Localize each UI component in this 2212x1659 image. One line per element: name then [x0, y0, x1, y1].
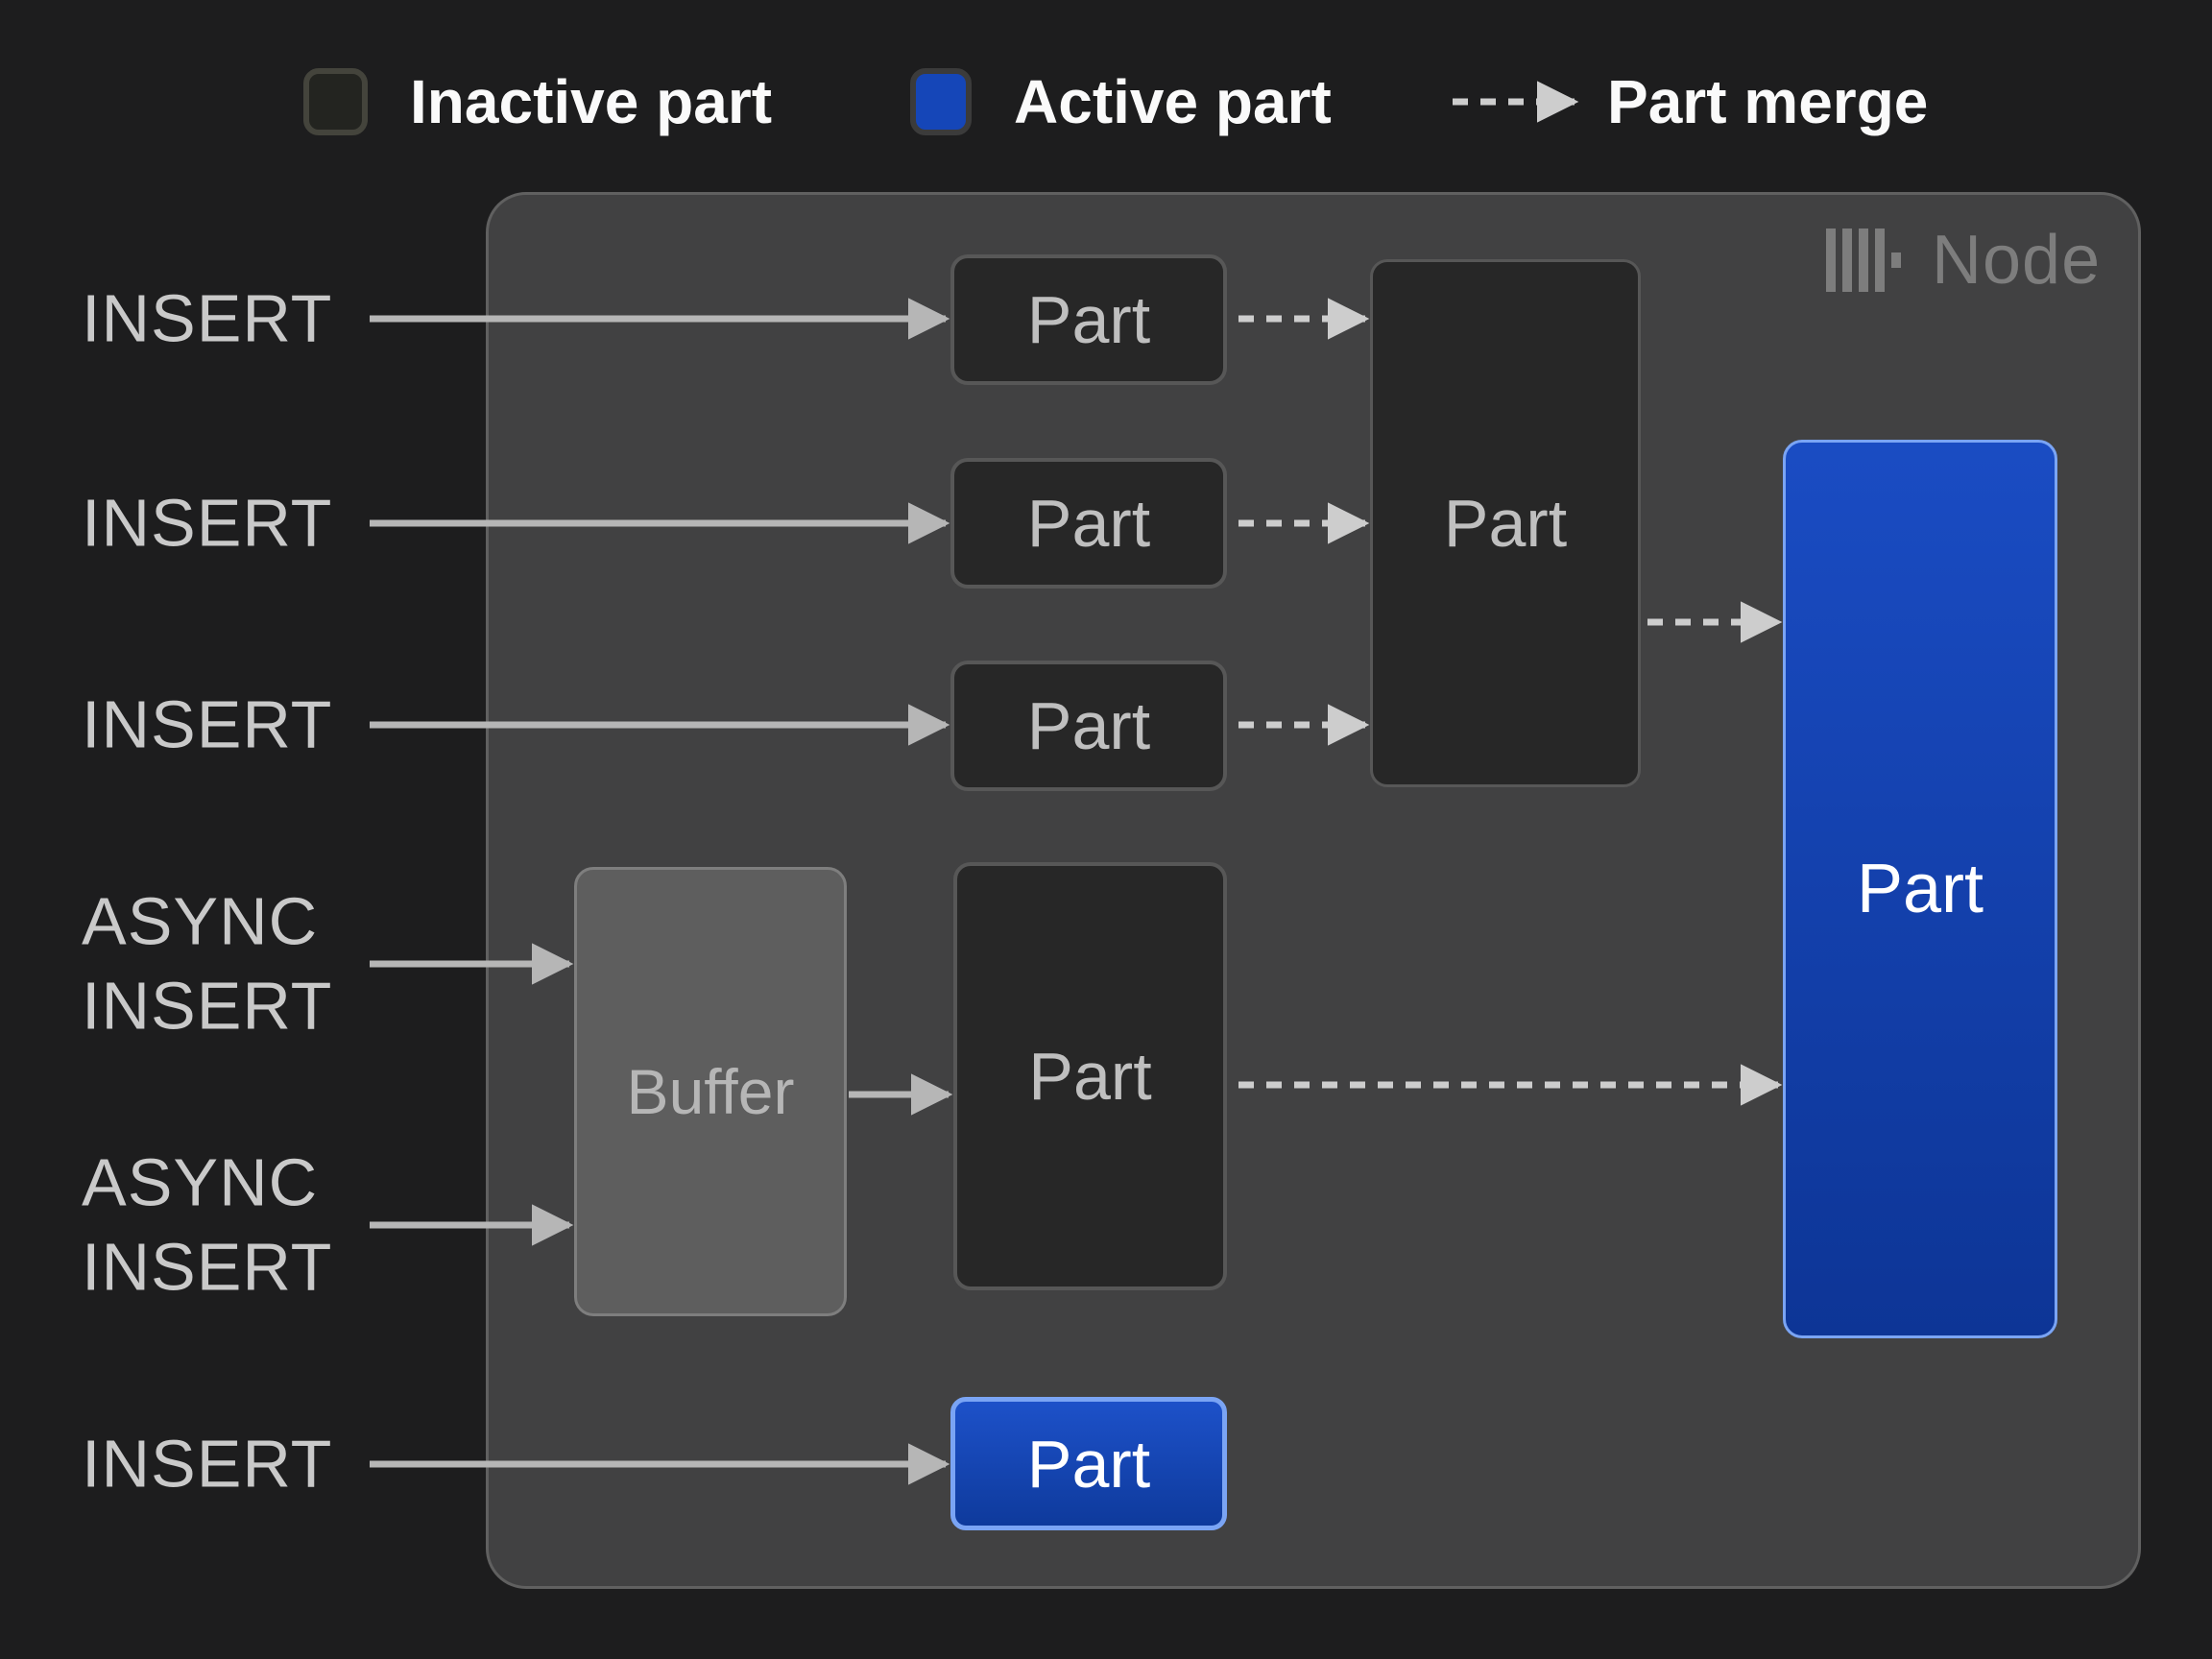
clickhouse-logo-icon [1826, 228, 1901, 292]
merged-part-box: Part [1370, 259, 1641, 787]
buffer-box: Buffer [574, 867, 847, 1316]
part-box-1: Part [950, 254, 1227, 385]
final-part-box: Part [1783, 440, 2057, 1338]
part-box-2: Part [950, 458, 1227, 589]
insert-label-4: INSERT [82, 1426, 333, 1502]
insert-label-2: INSERT [82, 485, 333, 561]
part-box-3: Part [950, 661, 1227, 791]
node-header: Node [1826, 221, 2101, 300]
async-insert-label-1: ASYNC INSERT [82, 883, 333, 1044]
legend-label-inactive: Inactive part [410, 67, 773, 136]
legend-item-inactive: Inactive part [303, 67, 773, 136]
inactive-part-swatch [303, 68, 368, 135]
insert-label-1: INSERT [82, 280, 333, 356]
active-part-box: Part [950, 1397, 1227, 1530]
node-title: Node [1932, 222, 2102, 299]
legend-label-active: Active part [1014, 67, 1332, 136]
active-part-swatch [910, 68, 972, 135]
legend-label-merge: Part merge [1607, 67, 1929, 136]
async-insert-label-2: ASYNC INSERT [82, 1144, 333, 1305]
insert-label-3: INSERT [82, 686, 333, 762]
legend-item-merge: Part merge [1607, 67, 1929, 136]
legend-item-active: Active part [910, 67, 1332, 136]
buffered-part-box: Part [953, 862, 1227, 1290]
